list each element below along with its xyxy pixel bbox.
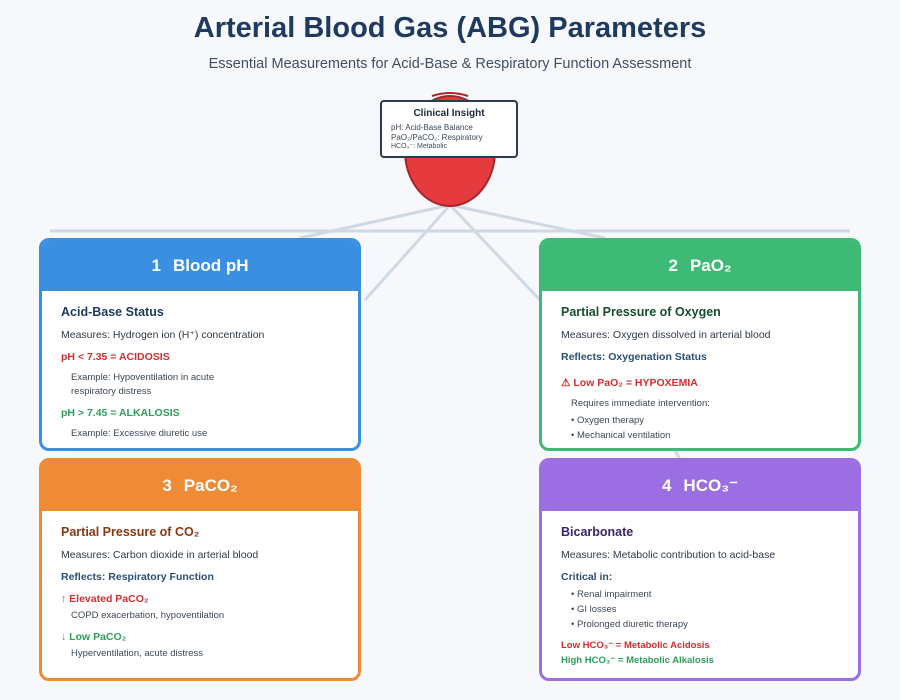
card-number: 2 <box>668 256 678 275</box>
measures-text: Measures: Oxygen dissolved in arterial b… <box>561 329 771 341</box>
elevated-label: ↑ Elevated PaCO₂ <box>61 593 149 605</box>
insight-line: HCO₃⁻: Metabolic <box>391 143 447 150</box>
heart-top-vessel <box>431 92 469 97</box>
card-blood-ph: 1 Blood pH Acid-Base Status Measures: Hy… <box>39 238 361 451</box>
low-label: ↓ Low PaCO₂ <box>61 631 127 643</box>
list-item: • GI losses <box>571 604 617 615</box>
card-label: HCO₃⁻ <box>683 476 739 495</box>
metabolic-alkalosis-rule: High HCO₃⁻ = Metabolic Alkalosis <box>561 655 714 666</box>
page-title: Arterial Blood Gas (ABG) Parameters <box>193 12 707 44</box>
acidosis-example: Example: Hypoventilation in acute respir… <box>71 372 215 397</box>
connector-left-card <box>363 203 452 302</box>
card-header: 4 HCO₃⁻ <box>542 461 858 511</box>
measures-text: Measures: Metabolic contribution to acid… <box>561 549 776 561</box>
list-item: • Mechanical ventilation <box>571 430 671 441</box>
page-subtitle: Essential Measurements for Acid-Base & R… <box>208 56 692 72</box>
elevated-detail: COPD exacerbation, hypoventilation <box>71 610 225 621</box>
alkalosis-example: Example: Excessive diuretic use <box>71 428 208 439</box>
low-detail: Hyperventilation, acute distress <box>71 648 204 659</box>
card-label: PaO₂ <box>689 256 732 275</box>
insight-line: pH: Acid-Base Balance <box>391 123 473 132</box>
list-item: • Oxygen therapy <box>571 415 645 426</box>
card-header: 2 PaO₂ <box>542 241 858 291</box>
section-title: Partial Pressure of CO₂ <box>61 525 200 539</box>
hypoxemia-warning: ⚠ Low PaO₂ = HYPOXEMIA <box>561 377 698 389</box>
section-title: Acid-Base Status <box>61 305 164 319</box>
connector-right-top <box>449 203 606 240</box>
card-label: Blood pH <box>172 256 249 275</box>
card-pao2: 2 PaO₂ Partial Pressure of Oxygen Measur… <box>539 238 861 451</box>
card-header: 3 PaCO₂ <box>42 461 358 511</box>
connector-left-top <box>299 203 451 240</box>
card-paco2: 3 PaCO₂ Partial Pressure of CO₂ Measures… <box>39 458 361 681</box>
requires-text: Requires immediate intervention: <box>571 398 710 409</box>
acidosis-rule: pH < 7.35 = ACIDOSIS <box>61 351 170 363</box>
section-title: Partial Pressure of Oxygen <box>561 305 721 319</box>
measures-text: Measures: Hydrogen ion (H⁺) concentratio… <box>61 329 265 341</box>
list-item: • Renal impairment <box>571 589 652 600</box>
reflects-text: Reflects: Respiratory Function <box>61 571 214 583</box>
section-title: Bicarbonate <box>561 525 634 539</box>
card-number: 3 <box>162 476 172 495</box>
reflects-text: Reflects: Oxygenation Status <box>561 351 707 363</box>
card-header: 1 Blood pH <box>42 241 358 291</box>
clinical-insight-box: Clinical Insight pH: Acid-Base Balance P… <box>380 100 518 158</box>
card-label: PaCO₂ <box>183 476 238 495</box>
card-number: 4 <box>661 476 672 495</box>
critical-label: Critical in: <box>561 571 613 583</box>
measures-text: Measures: Carbon dioxide in arterial blo… <box>61 549 259 561</box>
alkalosis-rule: pH > 7.45 = ALKALOSIS <box>61 407 180 419</box>
card-number: 1 <box>151 256 161 275</box>
card-hco3: 4 HCO₃⁻ Bicarbonate Measures: Metabolic … <box>539 458 861 681</box>
metabolic-acidosis-rule: Low HCO₃⁻ = Metabolic Acidosis <box>561 640 710 651</box>
insight-line: PaO₂/PaCO₂: Respiratory <box>391 133 483 142</box>
insight-title: Clinical Insight <box>413 108 485 119</box>
list-item: • Prolonged diuretic therapy <box>571 619 688 630</box>
connector-right-card <box>448 203 542 302</box>
